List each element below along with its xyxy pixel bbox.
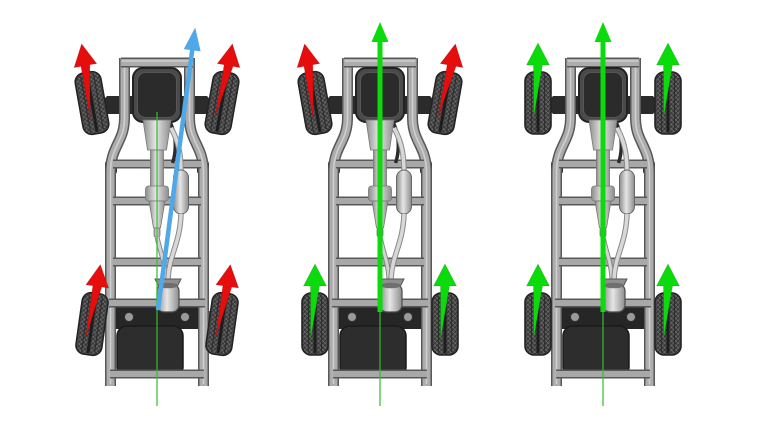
tire-front-left — [72, 68, 112, 138]
panel-rear-aligned — [292, 22, 468, 407]
tire-front-left — [295, 68, 335, 138]
panel-fully-aligned — [523, 22, 683, 407]
panel-thrust-misaligned — [69, 26, 245, 407]
